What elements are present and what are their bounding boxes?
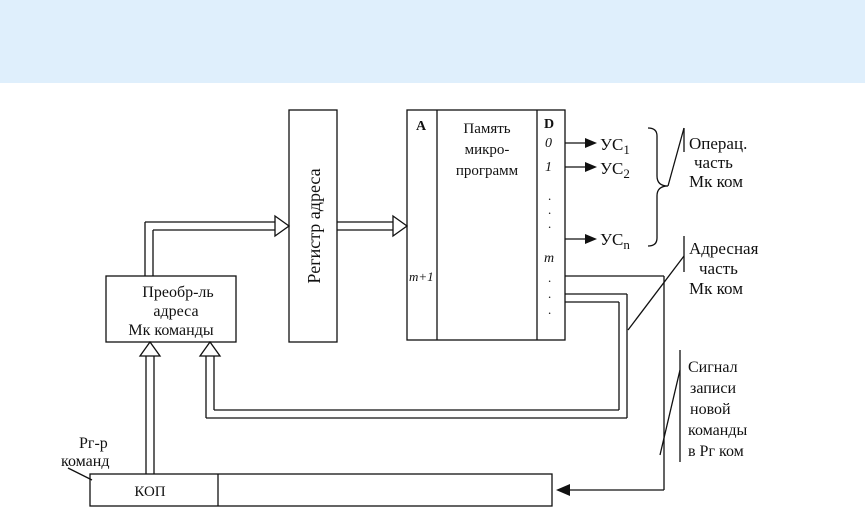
cmd-register-leader [67, 467, 93, 481]
kop-field-label: КОП [134, 484, 165, 500]
signal-line1: Сигнал [688, 359, 738, 376]
cmd-register-label-line2: команд [61, 453, 109, 470]
signal-line3: новой [690, 401, 731, 418]
memory-title-1: Память [463, 121, 510, 137]
memory-dot: . [548, 216, 551, 231]
memory-dot: . [548, 270, 551, 285]
converter-line2: адреса [153, 303, 198, 320]
address-register-label: Регистр адреса [304, 168, 324, 283]
addr-part-leader [627, 255, 685, 331]
yc2-label: УС2 [600, 159, 630, 181]
op-part-line2: часть [694, 153, 733, 172]
memory-dot: . [548, 188, 551, 203]
memory-dot: . [548, 286, 551, 301]
memory-title-2: микро- [465, 142, 510, 158]
converter-line3: Мк команды [128, 322, 213, 339]
memory-dot: . [548, 202, 551, 217]
addr-part-line3: Мк ком [689, 279, 743, 298]
address-converter-box [105, 275, 237, 343]
operational-part-leader [667, 127, 685, 187]
signal-line4: команды [688, 422, 747, 439]
write-signal-arrow [556, 275, 665, 496]
register-to-memory-arrow [337, 214, 409, 238]
memory-port-d: D [544, 117, 554, 132]
address-register-box [288, 109, 338, 343]
operational-part-brace [647, 127, 669, 247]
signal-leader [659, 369, 681, 456]
addr-part-line1: Адресная [689, 239, 759, 258]
command-register-box [89, 473, 553, 507]
memory-bit-0: 0 [545, 136, 552, 151]
memory-port-a-width: m+1 [409, 269, 434, 284]
ycn-label: УСn [600, 230, 630, 252]
op-part-line3: Мк ком [689, 172, 743, 191]
memory-bit-m: m [544, 251, 554, 266]
memory-port-a: А [416, 119, 427, 134]
memory-dot: . [548, 302, 551, 317]
header-banner [0, 0, 865, 83]
signal-line5: в Рг ком [688, 443, 744, 460]
memory-title-3: программ [456, 163, 519, 179]
control-signal-outputs [565, 138, 597, 244]
converter-to-register-arrow [144, 214, 291, 276]
op-part-line1: Операц. [689, 134, 747, 153]
address-feedback-arrow [198, 293, 628, 419]
cmd-register-label-line1: Рг-р [79, 435, 108, 452]
memory-bit-1: 1 [545, 160, 552, 175]
microprogram-memory-box [406, 109, 566, 341]
yc1-label: УС1 [600, 135, 630, 157]
kop-to-converter-arrow [138, 340, 162, 474]
converter-line1: Преобр-ль [142, 284, 213, 301]
addr-part-line2: часть [699, 259, 738, 278]
signal-line2: записи [690, 380, 736, 397]
